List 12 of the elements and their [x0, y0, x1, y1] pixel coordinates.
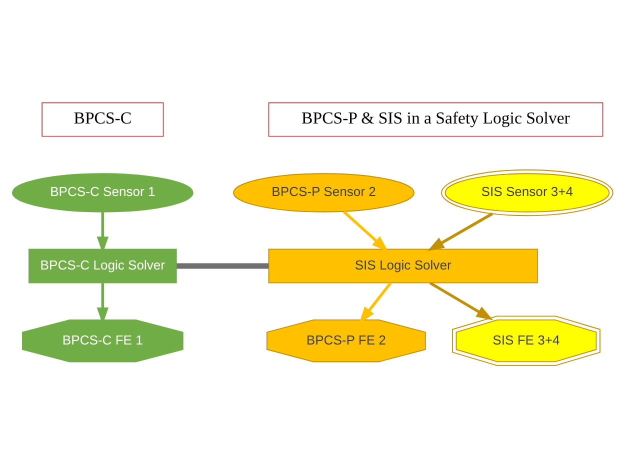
arrow: [359, 282, 392, 324]
node-box: BPCS-C Logic Solver: [28, 248, 177, 284]
arrow: [427, 212, 493, 252]
node-ellipse: BPCS-C Sensor 1: [12, 173, 194, 212]
node-box: BPCS-P & SIS in a Safety Logic Solver: [268, 102, 604, 137]
node-box: SIS Logic Solver: [268, 248, 538, 284]
node-box: BPCS-C: [42, 102, 164, 137]
node-ellipse: BPCS-P Sensor 2: [233, 173, 415, 212]
arrow: [429, 282, 494, 320]
connector: [176, 263, 269, 269]
arrow: [342, 210, 388, 252]
node-ellipse: SIS Sensor 3+4: [441, 169, 614, 216]
